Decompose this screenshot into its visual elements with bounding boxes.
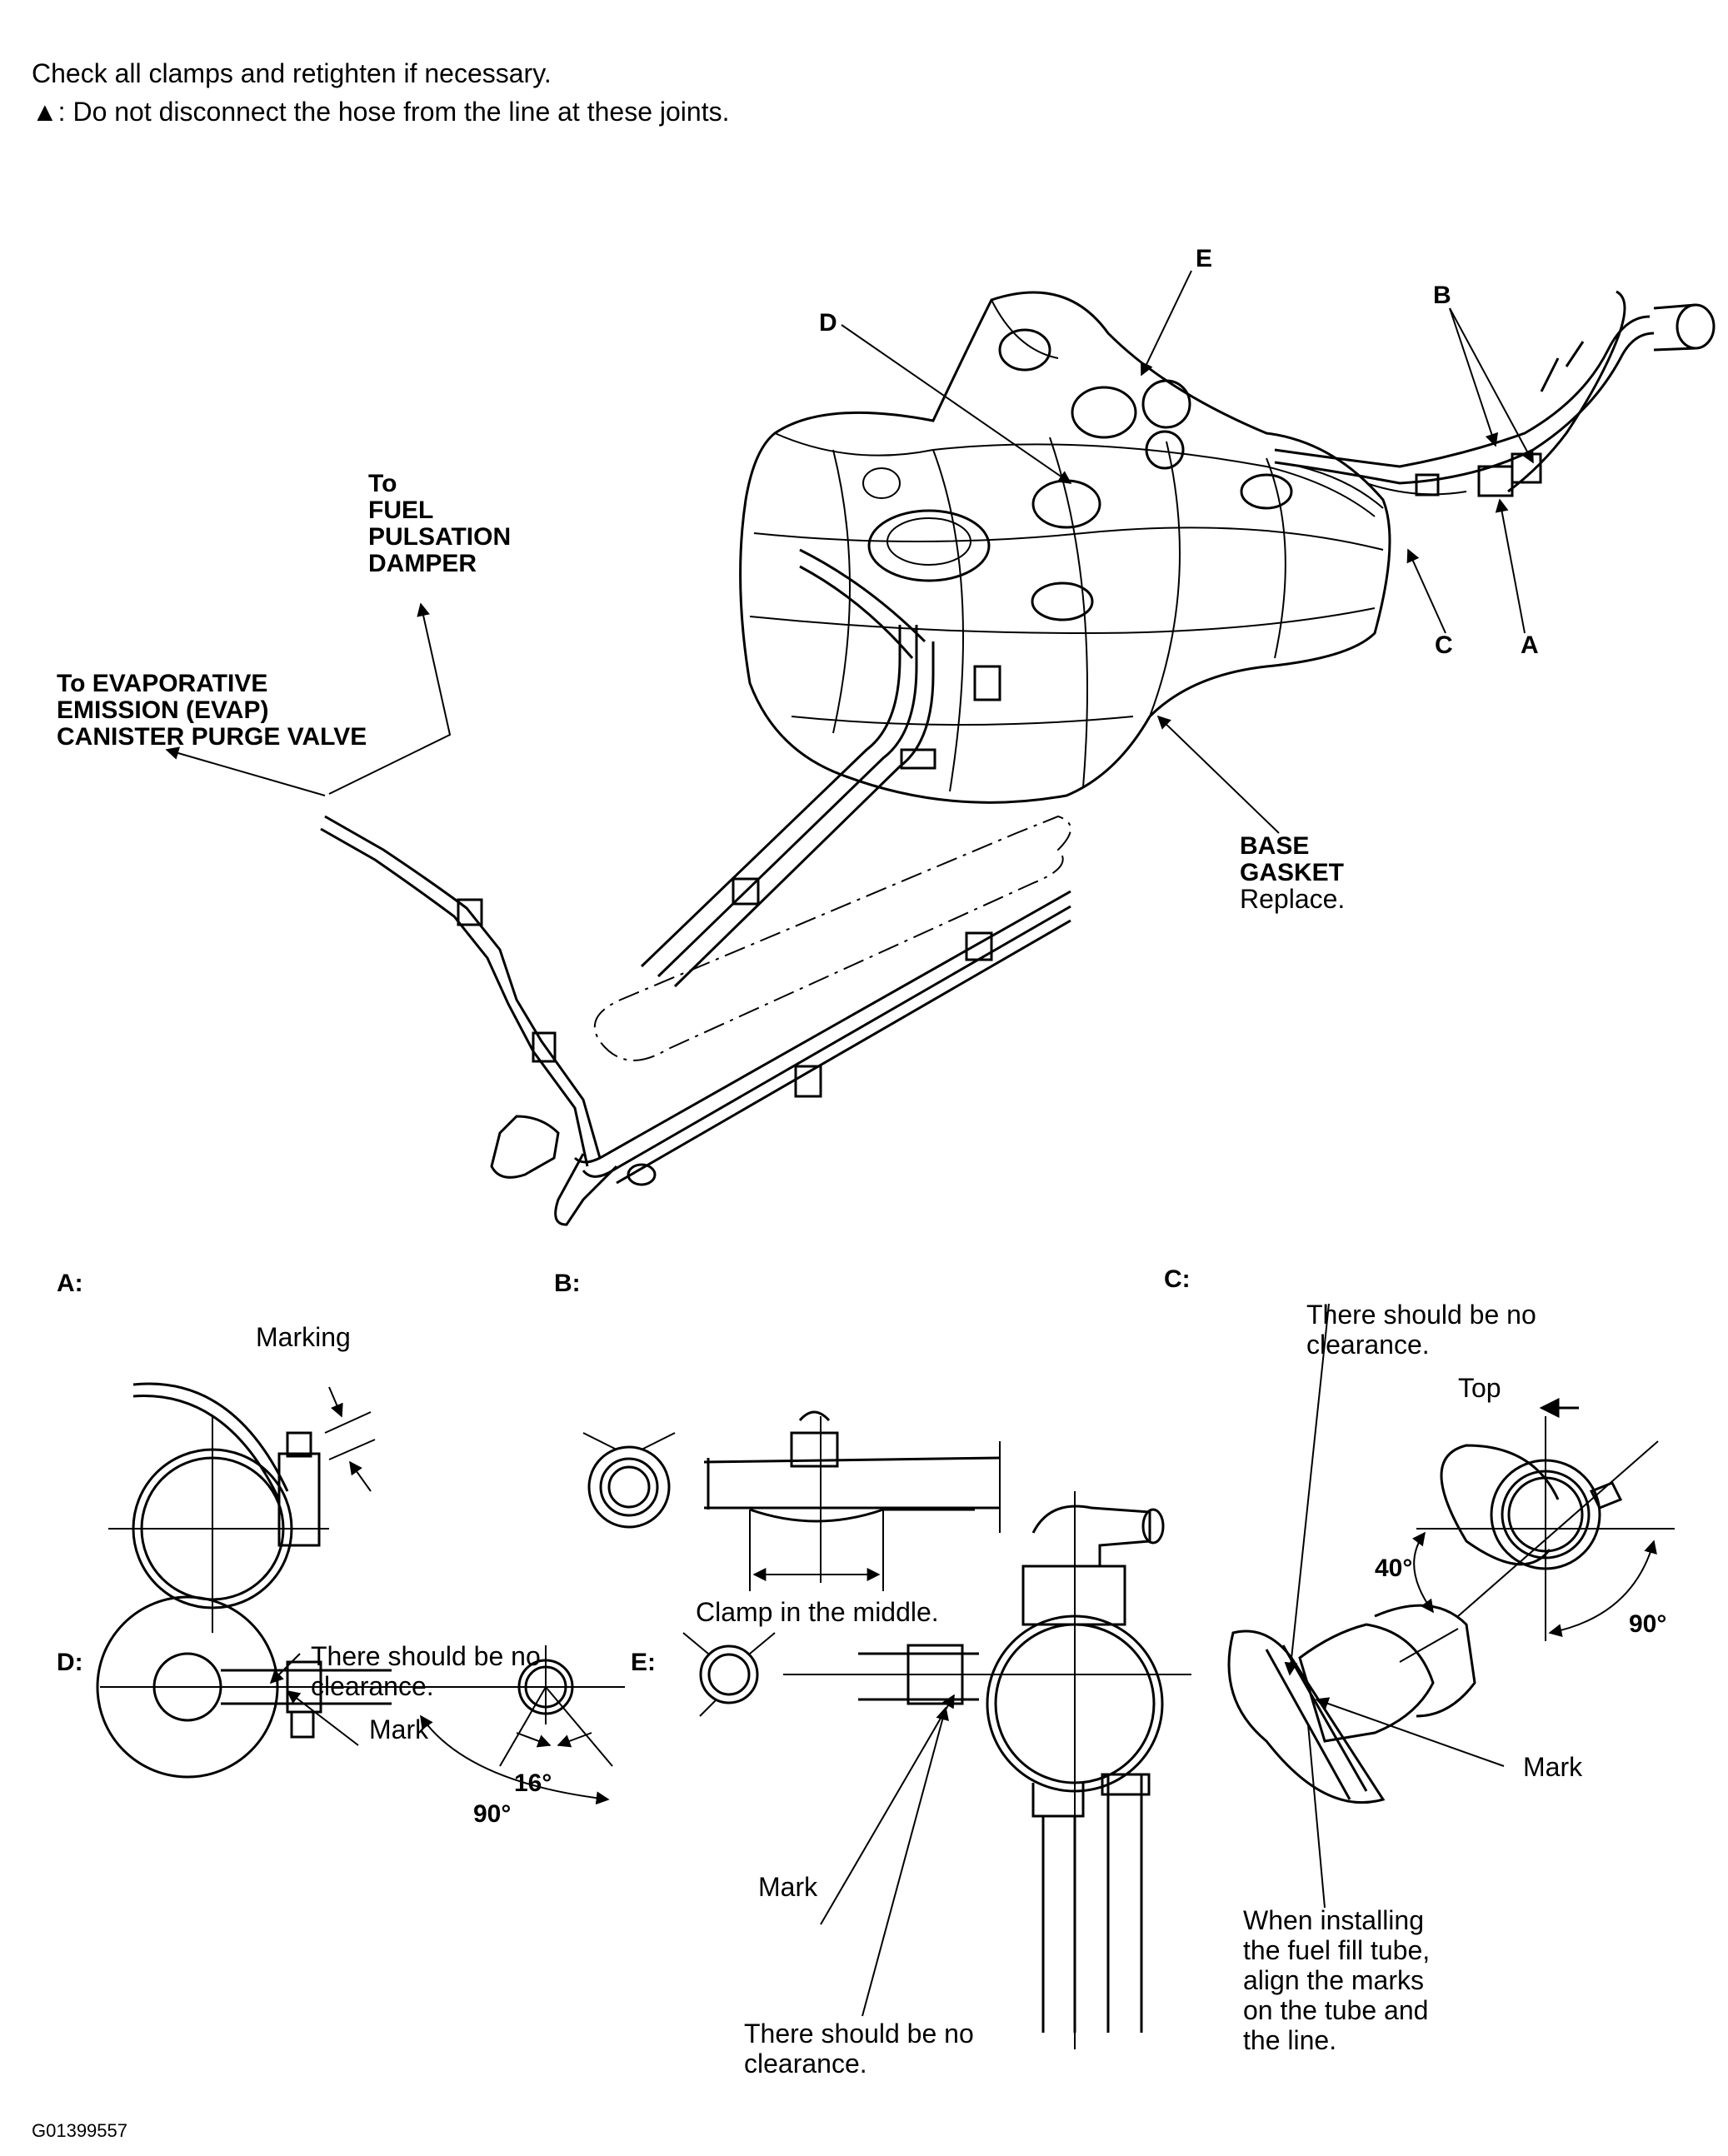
detail-c-top: Top [1458,1373,1501,1403]
detail-b-drawing [582,1410,1001,1591]
callout-gasket: GASKET [1240,859,1345,886]
detail-d-mark: Mark [369,1714,429,1744]
triangle-symbol: ▲ [32,97,58,127]
detail-e-mark: Mark [758,1872,818,1902]
detail-c-note-line1: There should be no [1306,1300,1536,1330]
detail-c-angle-90: 90° [1629,1610,1667,1638]
detail-a-marking: Marking [256,1322,351,1352]
detail-d-angle-16: 16° [514,1769,552,1797]
detail-c-install-line4: on the tube and [1243,1995,1429,2025]
callout-to-fuel: To [368,470,397,497]
callout-evap-line3: CANISTER PURGE VALVE [57,723,367,751]
callout-evap-line2: EMISSION (EVAP) [57,696,269,724]
callout-damper: DAMPER [368,550,477,577]
note-check-clamps: Check all clamps and retighten if necess… [32,58,552,88]
callout-evap-line1: To EVAPORATIVE [57,670,268,697]
detail-e-label: E: [631,1649,656,1676]
detail-c-install-line5: the line. [1243,2025,1337,2055]
detail-e-drawing [682,1491,1191,2049]
callout-d: D [819,309,837,337]
detail-c-install-line1: When installing [1243,1905,1424,1935]
detail-a-label: A: [57,1270,83,1297]
callout-base: BASE [1240,832,1310,860]
detail-c-label: C: [1164,1265,1191,1293]
detail-e-note-line2: clearance. [744,2049,867,2079]
callout-e: E [1196,245,1213,272]
callout-c: C [1435,631,1453,659]
note-do-not-disconnect: ▲: Do not disconnect the hose from the l… [32,97,729,128]
note-do-not-disconnect-text: : Do not disconnect the hose from the li… [57,97,730,127]
detail-c-mark: Mark [1523,1752,1583,1782]
detail-b-label: B: [554,1270,581,1297]
callout-replace: Replace. [1240,884,1346,914]
fuel-fill-tube [1274,290,1716,509]
callout-pulsation: PULSATION [368,523,512,551]
callout-fuel: FUEL [368,497,434,524]
detail-d-angle-90: 90° [473,1800,512,1828]
leader-lines [165,270,1534,834]
detail-c-angle-40: 40° [1375,1555,1413,1582]
detail-d-note-line1: There should be no [311,1641,541,1671]
detail-c-install-line2: the fuel fill tube, [1243,1935,1431,1965]
detail-d-label: D: [57,1649,83,1676]
fuel-tank [739,291,1391,804]
detail-e-note-line1: There should be no [744,2019,974,2049]
detail-c-drawing [1227,1303,1675,1909]
fuel-lines [320,548,1071,1226]
figure-id: G01399557 [32,2120,127,2141]
detail-c-note-line2: clearance. [1306,1330,1430,1360]
callout-b: B [1433,282,1451,309]
detail-d-note-line2: clearance. [311,1671,434,1701]
detail-d-drawing [96,1595,625,1805]
callout-a: A [1521,631,1539,659]
detail-a-drawing [108,1382,376,1633]
detail-c-install-line3: align the marks [1243,1965,1424,1995]
detail-b-caption: Clamp in the middle. [696,1597,939,1627]
